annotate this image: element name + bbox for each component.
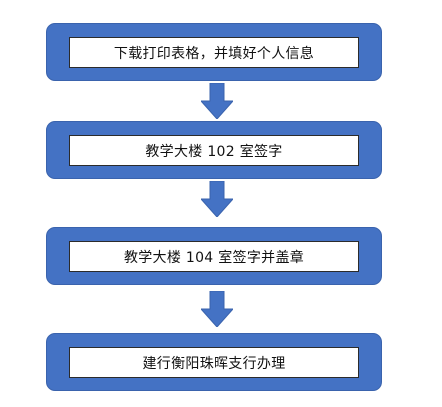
step-1-box: 下载打印表格，并填好个人信息 <box>46 23 382 81</box>
down-arrow-icon <box>201 181 233 217</box>
step-3-box: 教学大楼 104 室签字并盖章 <box>46 227 382 285</box>
down-arrow-icon <box>201 83 233 119</box>
step-1-label: 下载打印表格，并填好个人信息 <box>69 37 359 68</box>
step-3-label: 教学大楼 104 室签字并盖章 <box>69 241 359 272</box>
down-arrow-icon <box>201 291 233 327</box>
step-2-box: 教学大楼 102 室签字 <box>46 121 382 179</box>
step-4-box: 建行衡阳珠晖支行办理 <box>46 333 382 391</box>
step-4-label: 建行衡阳珠晖支行办理 <box>69 347 359 378</box>
step-2-label: 教学大楼 102 室签字 <box>69 135 359 166</box>
